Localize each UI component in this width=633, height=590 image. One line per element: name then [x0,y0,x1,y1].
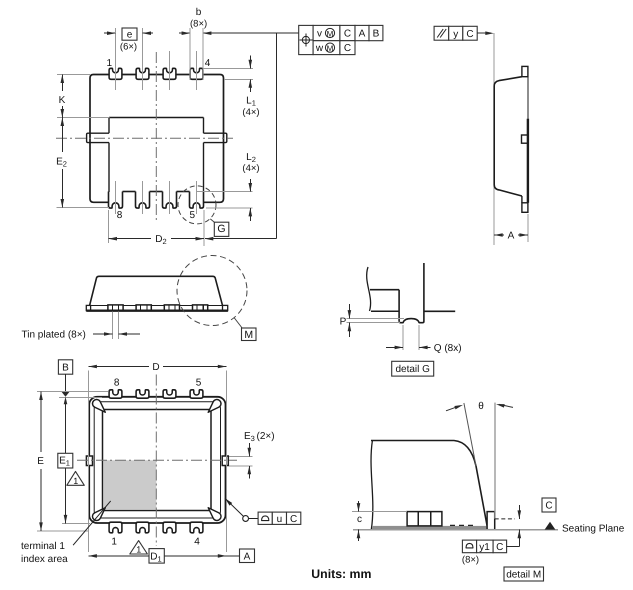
svg-text:C: C [496,542,503,553]
svg-text:P: P [340,317,347,328]
svg-text:K: K [59,95,66,106]
svg-text:Seating Plane: Seating Plane [562,524,625,535]
svg-text:L1: L1 [246,96,256,108]
svg-text:C: C [545,501,552,512]
svg-text:M: M [327,44,334,53]
svg-text:C: C [344,29,351,40]
svg-text:(8×): (8×) [190,19,207,30]
svg-text:E1: E1 [59,456,70,468]
svg-text:B: B [373,29,380,40]
svg-text:M: M [244,329,253,341]
svg-text:(2×): (2×) [257,431,275,442]
svg-text:y1: y1 [479,542,490,553]
svg-text:index area: index area [21,554,68,565]
svg-text:Tin plated (8×): Tin plated (8×) [22,330,86,341]
svg-text:8: 8 [117,210,123,221]
svg-text:E: E [37,456,44,467]
svg-text:detail G: detail G [395,364,430,375]
svg-text:5: 5 [190,210,196,221]
svg-text:D2: D2 [155,234,166,246]
svg-text:C: C [344,43,351,54]
svg-text:1: 1 [111,537,117,548]
svg-text:w: w [315,43,324,54]
svg-text:4: 4 [205,58,211,69]
svg-text:C: C [290,514,297,525]
svg-text:(4×): (4×) [242,107,259,118]
svg-text:G: G [217,223,225,235]
svg-text:4: 4 [194,537,200,548]
svg-text:c: c [357,514,362,525]
svg-text:Units: mm: Units: mm [311,567,371,581]
svg-text:M: M [327,29,334,38]
svg-text:5: 5 [196,378,202,389]
svg-text:y: y [453,29,458,40]
svg-text:C: C [466,29,473,40]
svg-text:B: B [62,363,69,374]
svg-text:(6×): (6×) [120,42,137,53]
svg-text:D1: D1 [150,552,161,564]
svg-text:(8×): (8×) [462,555,479,566]
svg-text:θ: θ [478,401,484,412]
svg-text:A: A [244,551,251,562]
svg-text:E3: E3 [244,431,255,443]
svg-text:u: u [277,514,283,525]
svg-text:Q (8x): Q (8x) [434,343,462,354]
svg-text:A: A [359,29,366,40]
svg-text:(4×): (4×) [242,163,259,174]
svg-text:1: 1 [107,58,113,69]
svg-text:L2: L2 [246,152,256,164]
svg-text:v: v [317,29,322,40]
svg-text:E2: E2 [56,157,67,169]
svg-text:D: D [152,362,159,373]
svg-text:A: A [508,231,515,242]
svg-text:1: 1 [73,476,78,486]
svg-text:detail M: detail M [506,570,541,581]
svg-text:terminal 1: terminal 1 [21,541,65,552]
svg-text:b: b [196,7,202,18]
svg-text:e: e [127,30,133,41]
svg-text:1: 1 [136,545,141,555]
svg-text:8: 8 [114,378,120,389]
